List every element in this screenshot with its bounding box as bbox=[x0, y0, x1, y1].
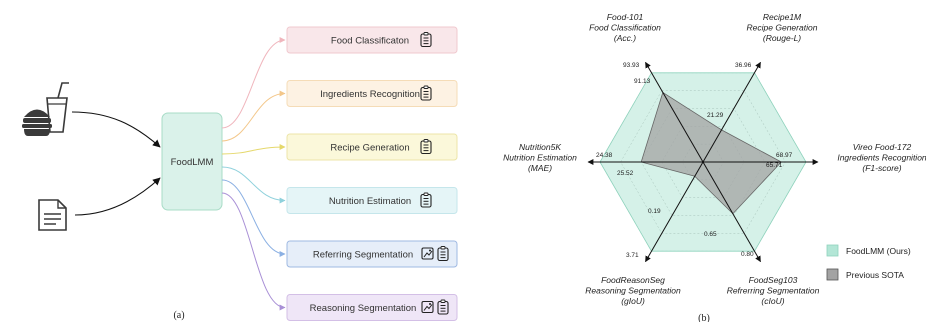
clipboard-icon bbox=[420, 85, 432, 101]
task-box-bg bbox=[286, 240, 458, 268]
task-box-bg bbox=[286, 294, 458, 321]
image-icon bbox=[421, 300, 434, 314]
task-label: Food Classificaton bbox=[331, 36, 409, 47]
task-arrow bbox=[221, 90, 286, 142]
task-box-5: Referring Segmentation bbox=[286, 240, 458, 268]
axis-title-line: FoodReasonSeg bbox=[601, 275, 665, 285]
axis-title-line: Food Classification bbox=[589, 23, 661, 33]
task-box-bg bbox=[286, 187, 458, 214]
task-box-3: Recipe Generation bbox=[286, 133, 458, 161]
task-arrow bbox=[221, 179, 286, 257]
clipboard-icon bbox=[437, 246, 449, 262]
radar-axis bbox=[645, 161, 704, 263]
axis-title-line: (cIoU) bbox=[761, 296, 784, 306]
task-box-6: Reasoning Segmentation bbox=[286, 294, 458, 321]
value-label-ours: 68.97 bbox=[776, 152, 793, 159]
axis-title-line: FoodSeg103 bbox=[749, 275, 798, 285]
radar-axis bbox=[702, 161, 761, 263]
task-arrow bbox=[221, 144, 286, 155]
foodlmm-box bbox=[161, 112, 223, 211]
legend-swatch bbox=[826, 244, 839, 257]
input-arrow-text bbox=[74, 177, 161, 216]
axis-title-line: (Rouge-L) bbox=[763, 33, 801, 43]
axis-title-line: (F1-score) bbox=[862, 163, 901, 173]
task-label: Reasoning Segmentation bbox=[310, 303, 417, 314]
axis-title-line: Reasoning Segmentation bbox=[585, 286, 681, 296]
clipboard-icon bbox=[437, 299, 449, 315]
document-icon bbox=[38, 199, 67, 231]
axis-title-line: Nutrition Estimation bbox=[503, 153, 577, 163]
legend-label: FoodLMM (Ours) bbox=[846, 246, 911, 256]
legend-item: FoodLMM (Ours) bbox=[826, 244, 911, 257]
radar-value-labels: 93.93 36.96 68.97 0.80 3.71 24.38 91.13 21.29 65… bbox=[596, 62, 793, 259]
panel-b-radar-chart: 93.93 36.96 68.97 0.80 3.71 24.38 91.13 21.29 65… bbox=[503, 12, 926, 322]
task-box-1: Food Classificaton bbox=[286, 26, 458, 54]
axis-title-line: Vireo Food-172 bbox=[853, 142, 912, 152]
task-arrow bbox=[221, 37, 286, 129]
radar-axis bbox=[645, 61, 704, 163]
task-label: Referring Segmentation bbox=[313, 250, 413, 261]
panel-a-caption: (a) bbox=[173, 310, 184, 321]
task-box-bg bbox=[286, 80, 458, 107]
food-image-icon bbox=[22, 82, 69, 136]
value-label-ours: 36.96 bbox=[735, 62, 752, 69]
axis-title-line: (gIoU) bbox=[621, 296, 645, 306]
task-box-bg bbox=[286, 26, 458, 54]
axis-title-line: Recipe Generation bbox=[747, 23, 818, 33]
axis-title-line: (Acc.) bbox=[614, 33, 636, 43]
value-label-sota: 21.29 bbox=[707, 112, 724, 119]
task-label: Ingredients Recognition bbox=[320, 89, 420, 100]
legend-label: Previous SOTA bbox=[846, 270, 904, 280]
value-label-sota: 91.13 bbox=[634, 78, 651, 85]
legend-swatch bbox=[826, 268, 839, 281]
axis-title-line: Ingredients Recognition bbox=[837, 153, 926, 163]
value-label-ours: 24.38 bbox=[596, 152, 613, 159]
task-box-bg bbox=[286, 133, 458, 161]
clipboard-icon bbox=[420, 32, 432, 48]
task-label: Recipe Generation bbox=[330, 143, 409, 154]
panel-b-caption: (b) bbox=[698, 313, 710, 322]
input-arrow-image bbox=[71, 111, 161, 148]
task-box-4: Nutrition Estimation bbox=[286, 187, 458, 214]
value-label-sota: 0.65 bbox=[704, 231, 717, 238]
radar-axes bbox=[587, 61, 819, 263]
legend-item: Previous SOTA bbox=[826, 268, 904, 281]
value-label-sota: 65.71 bbox=[766, 162, 783, 169]
value-label-ours: 0.80 bbox=[741, 251, 754, 258]
value-label-sota: 0.19 bbox=[648, 208, 661, 215]
axis-title-line: Recipe1M bbox=[763, 12, 802, 22]
value-label-ours: 3.71 bbox=[626, 252, 639, 259]
clipboard-icon bbox=[420, 192, 432, 208]
image-icon bbox=[421, 247, 434, 260]
axis-title-line: Food-101 bbox=[607, 12, 644, 22]
task-arrow bbox=[221, 192, 286, 311]
radar-axis bbox=[702, 61, 761, 163]
task-box-2: Ingredients Recognition bbox=[286, 80, 458, 107]
clipboard-icon bbox=[420, 139, 432, 155]
task-label: Nutrition Estimation bbox=[329, 196, 411, 207]
axis-title-line: Nutrition5K bbox=[519, 142, 561, 152]
axis-title-line: Refrerring Segmentation bbox=[727, 286, 820, 296]
value-label-sota: 25.52 bbox=[617, 170, 634, 177]
legend: FoodLMM (Ours) Previous SOTA bbox=[826, 244, 911, 281]
foodlmm-label: FoodLMM bbox=[171, 157, 214, 168]
value-label-ours: 93.93 bbox=[623, 62, 640, 69]
task-arrows bbox=[221, 37, 286, 311]
task-arrow bbox=[221, 166, 286, 204]
axis-title-line: (MAE) bbox=[528, 163, 552, 173]
